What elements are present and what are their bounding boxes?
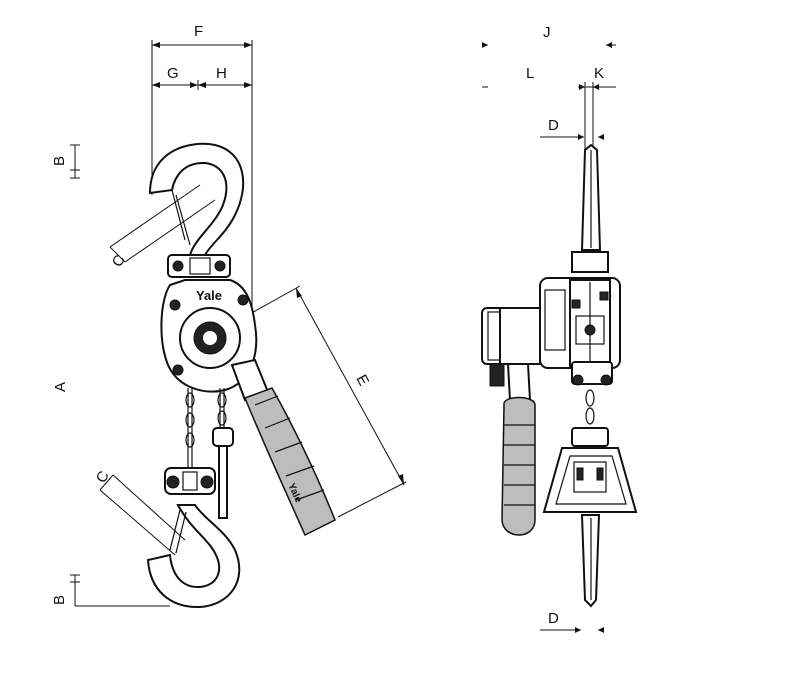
side-lever-handle	[501, 363, 536, 536]
bottom-hook	[146, 504, 241, 609]
side-bottom-hook	[580, 514, 601, 608]
top-shackle	[167, 254, 231, 278]
label-B-top: B	[51, 156, 68, 166]
label-H: H	[216, 65, 227, 82]
load-chain	[185, 388, 234, 519]
dim-E	[247, 285, 407, 518]
dim-D-bottom	[540, 627, 604, 633]
dim-D-top	[540, 134, 604, 140]
label-K: K	[594, 65, 604, 82]
label-E: E	[352, 372, 372, 389]
label-D-top: D	[548, 117, 559, 134]
label-A: A	[52, 382, 69, 392]
dim-C-bottom	[99, 474, 186, 556]
side-view: J L K D	[481, 24, 638, 633]
side-top-hook	[580, 143, 602, 251]
dim-B-top	[70, 144, 80, 179]
side-bottom-block	[542, 447, 638, 513]
label-F: F	[194, 23, 203, 40]
dim-J	[482, 42, 616, 48]
dim-GH	[152, 80, 252, 90]
lever-handle: Yale	[230, 358, 336, 537]
label-L: L	[526, 65, 534, 82]
label-J: J	[543, 24, 551, 41]
label-D-bottom: D	[548, 610, 559, 627]
front-view: F G H B C A C	[51, 23, 407, 609]
side-load-chain	[571, 389, 609, 447]
label-C-bottom: C	[93, 468, 113, 486]
dim-C-top	[109, 184, 216, 263]
dim-B-bottom	[70, 574, 170, 607]
dim-F	[151, 40, 253, 340]
top-hook	[148, 142, 245, 256]
side-hand-wheel	[481, 307, 541, 387]
side-body	[539, 251, 621, 386]
label-G: G	[167, 65, 179, 82]
brand-logo: Yale	[196, 288, 222, 303]
bottom-block	[164, 467, 216, 495]
label-B-bottom: B	[51, 595, 68, 605]
hoist-body: Yale	[160, 279, 258, 393]
label-C-top: C	[109, 252, 129, 270]
